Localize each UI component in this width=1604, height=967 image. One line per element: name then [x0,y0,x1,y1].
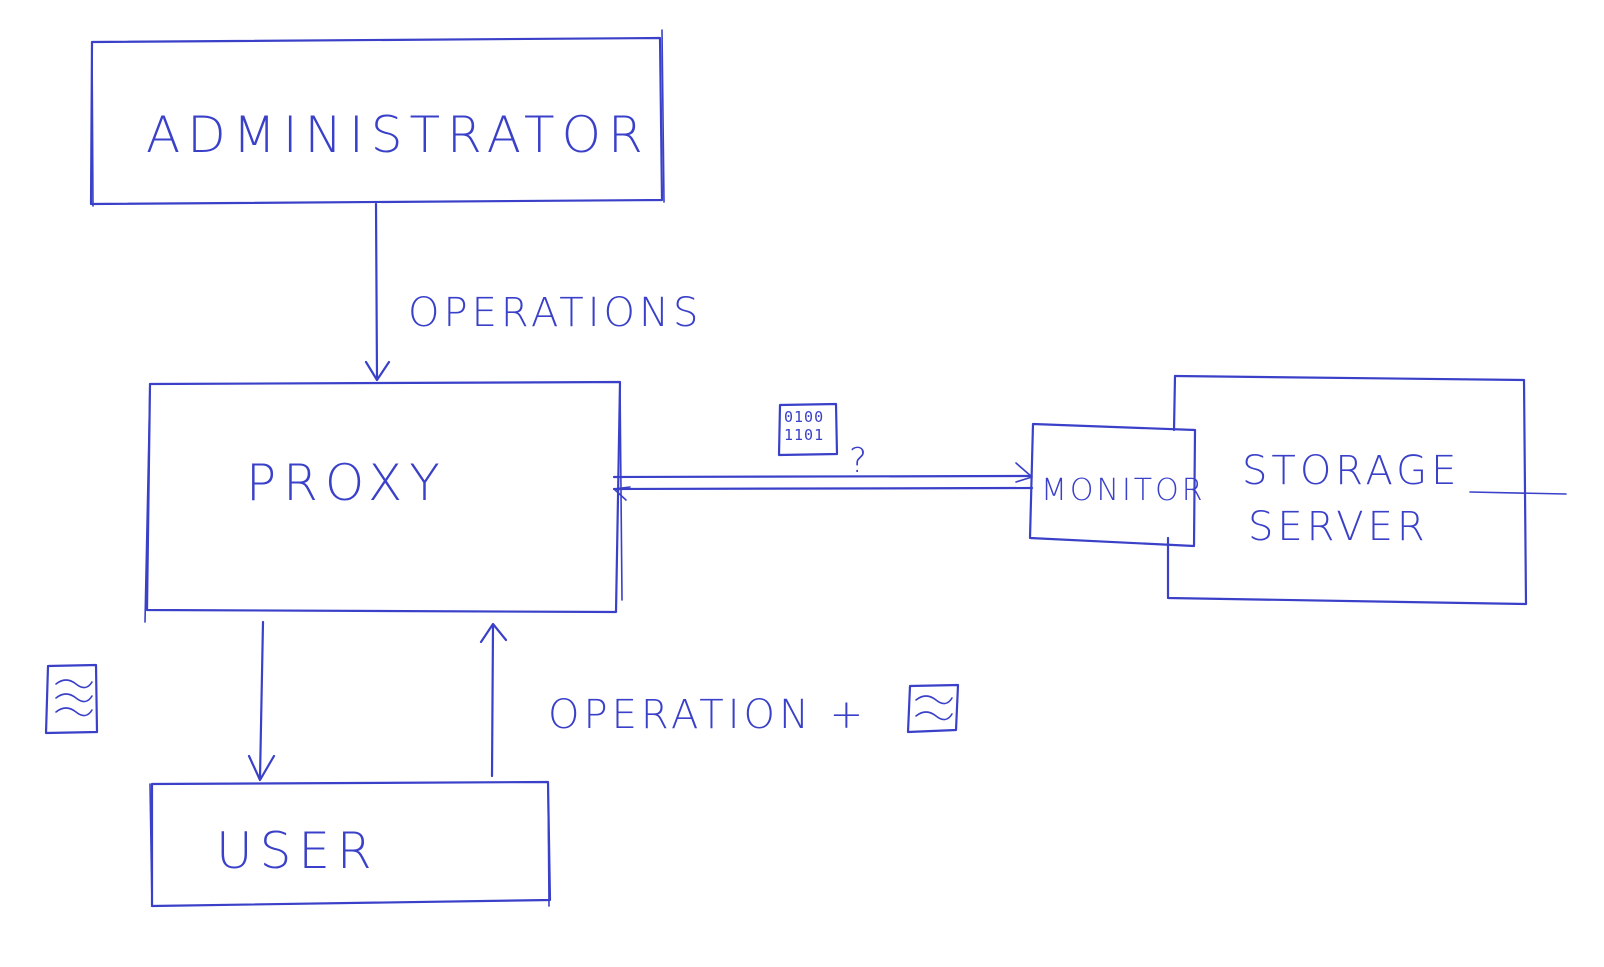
storage-label: STORAGE [1242,448,1460,494]
question-mark: ? [849,441,867,481]
operations-label: OPERATIONS [408,290,702,336]
document-icon [44,663,99,735]
user-to-proxy-edge: OPERATION + [479,622,867,778]
monitor-node: MONITOR [1028,422,1206,548]
document-icon [906,683,960,734]
operation-plus-label: OPERATION + [548,692,867,738]
proxy-label: PROXY [246,454,447,512]
proxy-to-user-edge [247,620,276,782]
user-label: USER [216,822,379,880]
binary-data-icon: 0100 1101 ? [777,402,867,481]
administrator-label: ADMINISTRATOR [146,106,650,164]
binary-line-2: 1101 [784,426,824,444]
user-node: USER [149,780,552,908]
administrator-node: ADMINISTRATOR [89,29,665,207]
server-label: SERVER [1248,504,1429,550]
binary-line-1: 0100 [784,408,824,426]
admin-to-proxy-edge: OPERATIONS [364,202,702,382]
proxy-monitor-edge [612,462,1034,501]
monitor-label: MONITOR [1041,473,1206,508]
proxy-node: PROXY [144,380,623,623]
storage-server-node: STORAGE SERVER [1166,374,1567,606]
